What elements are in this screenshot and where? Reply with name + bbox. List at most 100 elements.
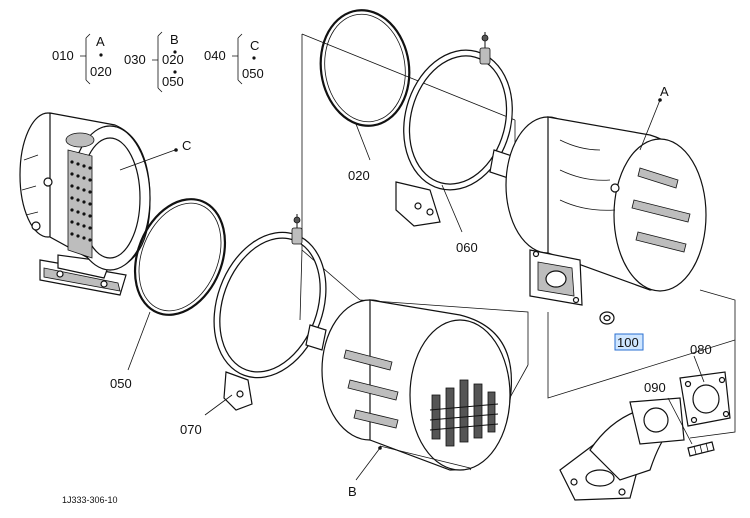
flange-gasket-hole [718, 376, 726, 384]
elbow-base-bore [585, 469, 615, 487]
elbow-top-bore [643, 407, 669, 433]
flange-gasket-bore [692, 384, 720, 414]
canister-a-port [610, 183, 620, 193]
legend-dot [173, 50, 177, 54]
leader-dot [378, 446, 382, 450]
part-b-canister[interactable] [321, 299, 512, 471]
stud-threads [693, 442, 709, 455]
callout-b: B [348, 484, 357, 499]
canister-b-slot [343, 349, 393, 371]
leader-060 [441, 184, 463, 233]
assembly-boundary-right-lower [689, 340, 736, 439]
leader-dot [658, 98, 662, 102]
end-cap-sensor-port [43, 177, 53, 187]
part-060-clamp[interactable] [392, 32, 524, 227]
callout-c: C [182, 138, 191, 153]
flange-bolt-hole [532, 250, 540, 258]
clamp-band-face [404, 50, 512, 190]
part-100-nut[interactable] [599, 311, 615, 325]
part-050-gasket[interactable] [119, 186, 242, 329]
gasket-inner-edge [138, 202, 222, 312]
callout-090: 090 [644, 380, 666, 395]
leader-050 [127, 311, 151, 371]
legend-group-030: 030 B 020 050 [124, 31, 184, 93]
canister-b-seam [379, 445, 471, 469]
clamp-latch [305, 324, 327, 351]
part-020-gasket[interactable] [313, 4, 416, 131]
callout-a: A [660, 84, 669, 99]
flange-gasket-hole [722, 410, 730, 418]
leader-a [639, 99, 661, 151]
legend-top-040: C [250, 38, 259, 53]
exhaust-elbow[interactable] [559, 397, 685, 501]
flange-bolt-hole [618, 488, 626, 496]
legend-bottom-040: 050 [242, 66, 264, 81]
part-070-clamp[interactable] [198, 214, 341, 411]
legend-dot [173, 70, 177, 74]
clamp-bracket-hole [414, 202, 422, 210]
clamp-bolt-head [291, 227, 303, 245]
clamp-bracket-hole [426, 208, 434, 216]
clamp-nut [481, 34, 489, 42]
leader-dot [174, 148, 178, 152]
part-c-end-cap[interactable] [19, 112, 151, 296]
legend-code-030: 030 [124, 52, 146, 67]
callout-050: 050 [110, 376, 132, 391]
legend-code-010: 010 [52, 48, 74, 63]
legend-top-010: A [96, 34, 105, 49]
flange-bolt-hole [570, 478, 578, 486]
end-cap-ribs [21, 154, 39, 216]
leader-c [119, 149, 176, 171]
legend-group-040: 040 C 050 [204, 33, 264, 85]
canister-b-slot [353, 409, 399, 429]
callout-100-highlighted[interactable]: 100 [614, 333, 644, 351]
legend-dot [252, 56, 256, 60]
flange-bolt-hole [100, 280, 108, 288]
leader-080 [693, 355, 705, 383]
part-a-canister[interactable] [505, 116, 707, 306]
part-080-gasket[interactable] [679, 371, 731, 427]
end-cap-sensor-port [31, 221, 41, 231]
clamp-bracket [223, 371, 253, 411]
flange-gasket-hole [684, 380, 692, 388]
part-090-stud[interactable] [687, 441, 715, 457]
legend-bottom-010: 020 [90, 64, 112, 79]
callout-100: 100 [617, 335, 639, 350]
legend-bracket-040 [232, 33, 243, 85]
canister-a-slot [631, 199, 691, 223]
clamp-bracket-hole [236, 390, 244, 398]
flange-bolt-hole [56, 270, 64, 278]
drawing-reference: 1J333-306-10 [62, 495, 118, 505]
leader-070 [204, 394, 233, 416]
legend-dot [99, 53, 103, 57]
callout-020: 020 [348, 168, 370, 183]
clamp-nut [293, 216, 301, 224]
legend-top-030: B [170, 32, 179, 47]
clamp-bolt-head [479, 47, 491, 65]
legend-bracket-010 [80, 33, 91, 85]
flange-gasket-hole [690, 416, 698, 424]
leader-b [355, 447, 381, 481]
gasket-inner-edge [324, 13, 406, 123]
canister-a-outlet-bore [545, 270, 567, 288]
callout-080: 080 [690, 342, 712, 357]
canister-a-ribs [559, 139, 616, 211]
legend-bottom-030: 050 [162, 74, 184, 89]
callout-070: 070 [180, 422, 202, 437]
leader-090 [667, 397, 693, 445]
callout-100-highlight-box [614, 333, 644, 351]
legend-group-010: 010 A 020 [52, 33, 112, 85]
legend-bracket-030 [152, 31, 163, 93]
perforated-tube [67, 149, 93, 259]
legend-code-040: 040 [204, 48, 226, 63]
leader-020 [355, 123, 371, 161]
legend-middle-030: 020 [162, 52, 184, 67]
canister-a-slot [635, 231, 687, 253]
nut-bore [603, 314, 611, 322]
clamp-band-face [214, 232, 326, 378]
flange-bolt-hole [572, 296, 580, 304]
perforation-pattern [70, 160, 92, 242]
canister-b-filter-grid [429, 379, 499, 447]
